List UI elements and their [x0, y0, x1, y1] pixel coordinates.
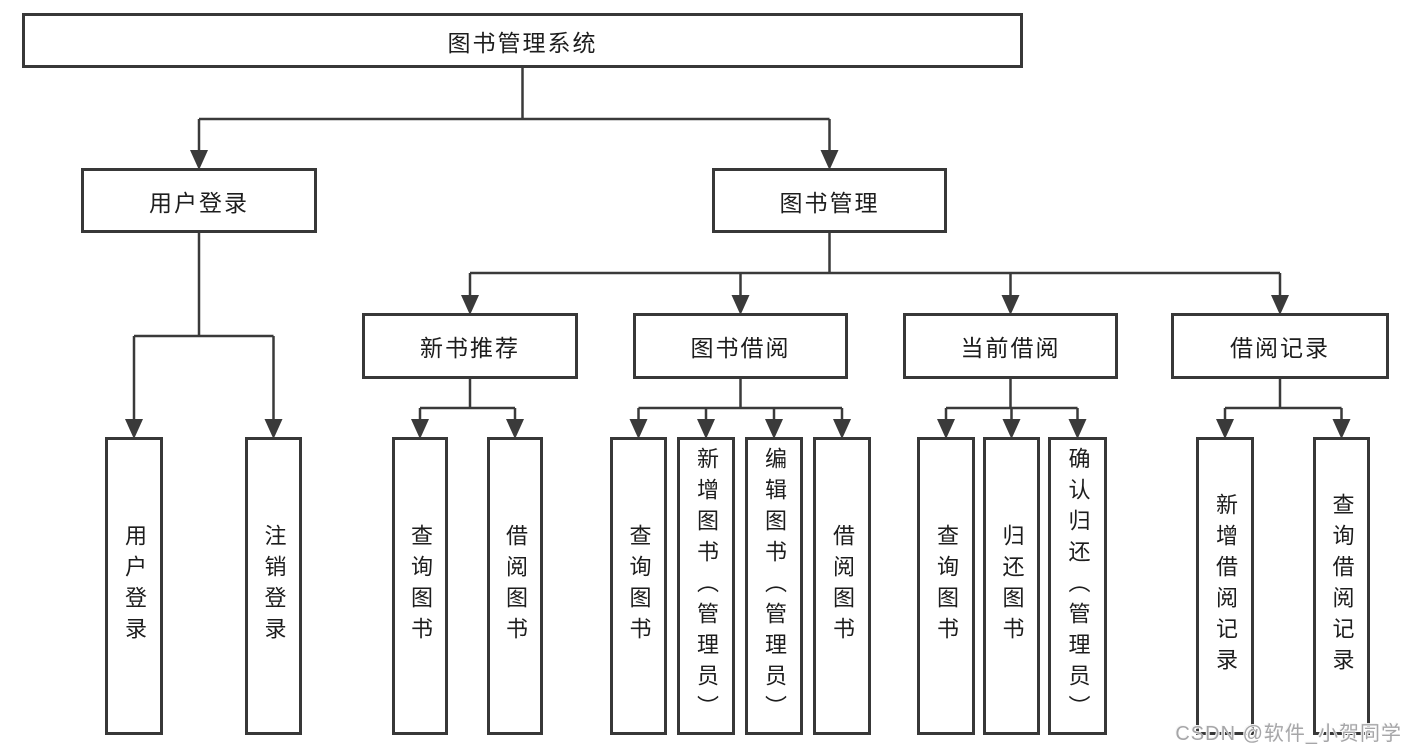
node-box-record: 借阅记录: [1171, 313, 1389, 379]
arrowhead-mgmt: [820, 150, 839, 170]
node-box-login: 用户登录: [81, 168, 317, 233]
arrowhead-login-out: [264, 419, 283, 439]
arrowhead-cur-query: [937, 419, 955, 439]
node-box-borrow-query: 查询图书: [610, 437, 667, 735]
node-box-current: 当前借阅: [903, 313, 1118, 379]
edge-borrow: [629, 379, 851, 439]
arrowhead-rec: [461, 295, 479, 315]
node-box-rec2-query: 查询借阅记录: [1313, 437, 1370, 735]
node-box-borrow-add: 新增图书（管理员）: [677, 437, 735, 735]
arrowhead-borrow-edit: [765, 419, 783, 439]
arrowhead-borrow: [731, 295, 750, 315]
edge-rec: [411, 379, 524, 439]
arrowhead-rec-borrow: [506, 419, 524, 439]
node-box-borrow-edit: 编辑图书（管理员）: [745, 437, 803, 735]
arrowhead-borrow-borrow: [833, 419, 851, 439]
node-box-rec2-add: 新增借阅记录: [1196, 437, 1254, 735]
edge-login: [125, 233, 283, 439]
node-box-cur-query: 查询图书: [917, 437, 975, 735]
node-box-rec-borrow: 借阅图书: [487, 437, 543, 735]
arrowhead-borrow-query: [629, 419, 648, 439]
arrowhead-current: [1001, 295, 1020, 315]
arrowhead-cur-confirm: [1068, 419, 1087, 439]
node-box-login-out: 注销登录: [245, 437, 302, 735]
arrowhead-login: [190, 150, 208, 170]
node-box-rec-query: 查询图书: [392, 437, 448, 735]
arrowhead-record: [1271, 295, 1289, 315]
arrowhead-borrow-add: [697, 419, 715, 439]
node-box-login-user: 用户登录: [105, 437, 163, 735]
arrowhead-rec-query: [411, 419, 429, 439]
arrowhead-cur-return: [1002, 419, 1021, 439]
node-box-mgmt: 图书管理: [712, 168, 947, 233]
arrowhead-rec2-add: [1216, 419, 1234, 439]
edge-mgmt: [461, 233, 1289, 315]
node-box-root: 图书管理系统: [22, 13, 1023, 68]
edge-record: [1216, 379, 1351, 439]
node-box-borrow-borrow: 借阅图书: [813, 437, 871, 735]
node-box-cur-confirm: 确认归还（管理员）: [1048, 437, 1107, 735]
node-box-rec: 新书推荐: [362, 313, 578, 379]
node-box-borrow: 图书借阅: [633, 313, 848, 379]
edge-root: [190, 68, 839, 170]
edge-current: [937, 379, 1087, 439]
arrowhead-login-user: [125, 419, 143, 439]
node-box-cur-return: 归还图书: [983, 437, 1040, 735]
arrowhead-rec2-query: [1332, 419, 1351, 439]
